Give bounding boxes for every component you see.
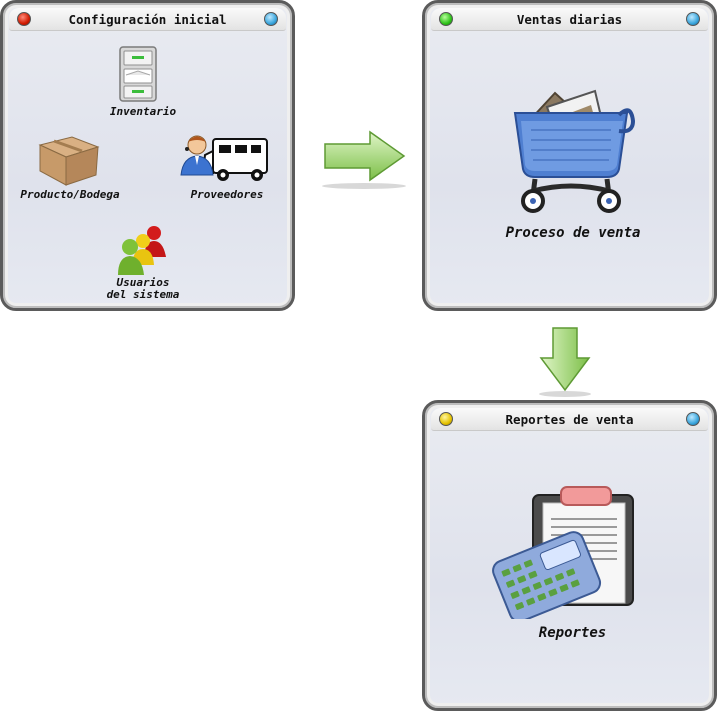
info-dot-icon[interactable]	[686, 12, 700, 26]
sales-title: Ventas diarias	[516, 12, 623, 27]
reports-title: Reportes de venta	[505, 412, 634, 427]
inventory-icon[interactable]	[116, 45, 160, 103]
sales-titlebar: Ventas diarias	[431, 8, 708, 31]
arrow-right-icon	[322, 130, 408, 192]
shopping-cart-icon[interactable]	[507, 85, 639, 217]
product-warehouse-label[interactable]: Producto/Bodega	[20, 188, 120, 201]
info-dot-icon[interactable]	[686, 412, 700, 426]
status-dot-icon[interactable]	[439, 12, 453, 26]
config-title: Configuración inicial	[68, 12, 227, 27]
report-calculator-icon[interactable]	[489, 485, 639, 619]
reports-label[interactable]: Reportes	[538, 625, 607, 641]
config-panel: Configuración inicial Inventario Product…	[0, 0, 295, 311]
reports-titlebar: Reportes de venta	[431, 408, 708, 431]
supplier-truck-icon[interactable]	[179, 131, 275, 187]
sale-process-label[interactable]: Proceso de venta	[505, 225, 641, 241]
inventory-label[interactable]: Inventario	[109, 105, 177, 118]
sales-panel: Ventas diarias Proceso de venta	[422, 0, 717, 311]
suppliers-label[interactable]: Proveedores	[190, 188, 264, 201]
config-titlebar: Configuración inicial	[9, 8, 286, 31]
arrow-down-icon	[537, 326, 593, 398]
status-dot-icon[interactable]	[439, 412, 453, 426]
close-dot-icon[interactable]	[17, 12, 31, 26]
users-icon[interactable]	[114, 223, 172, 279]
reports-panel: Reportes de venta	[422, 400, 717, 711]
info-dot-icon[interactable]	[264, 12, 278, 26]
users-label[interactable]: Usuarios del sistema	[106, 276, 180, 301]
box-icon[interactable]	[36, 131, 100, 187]
